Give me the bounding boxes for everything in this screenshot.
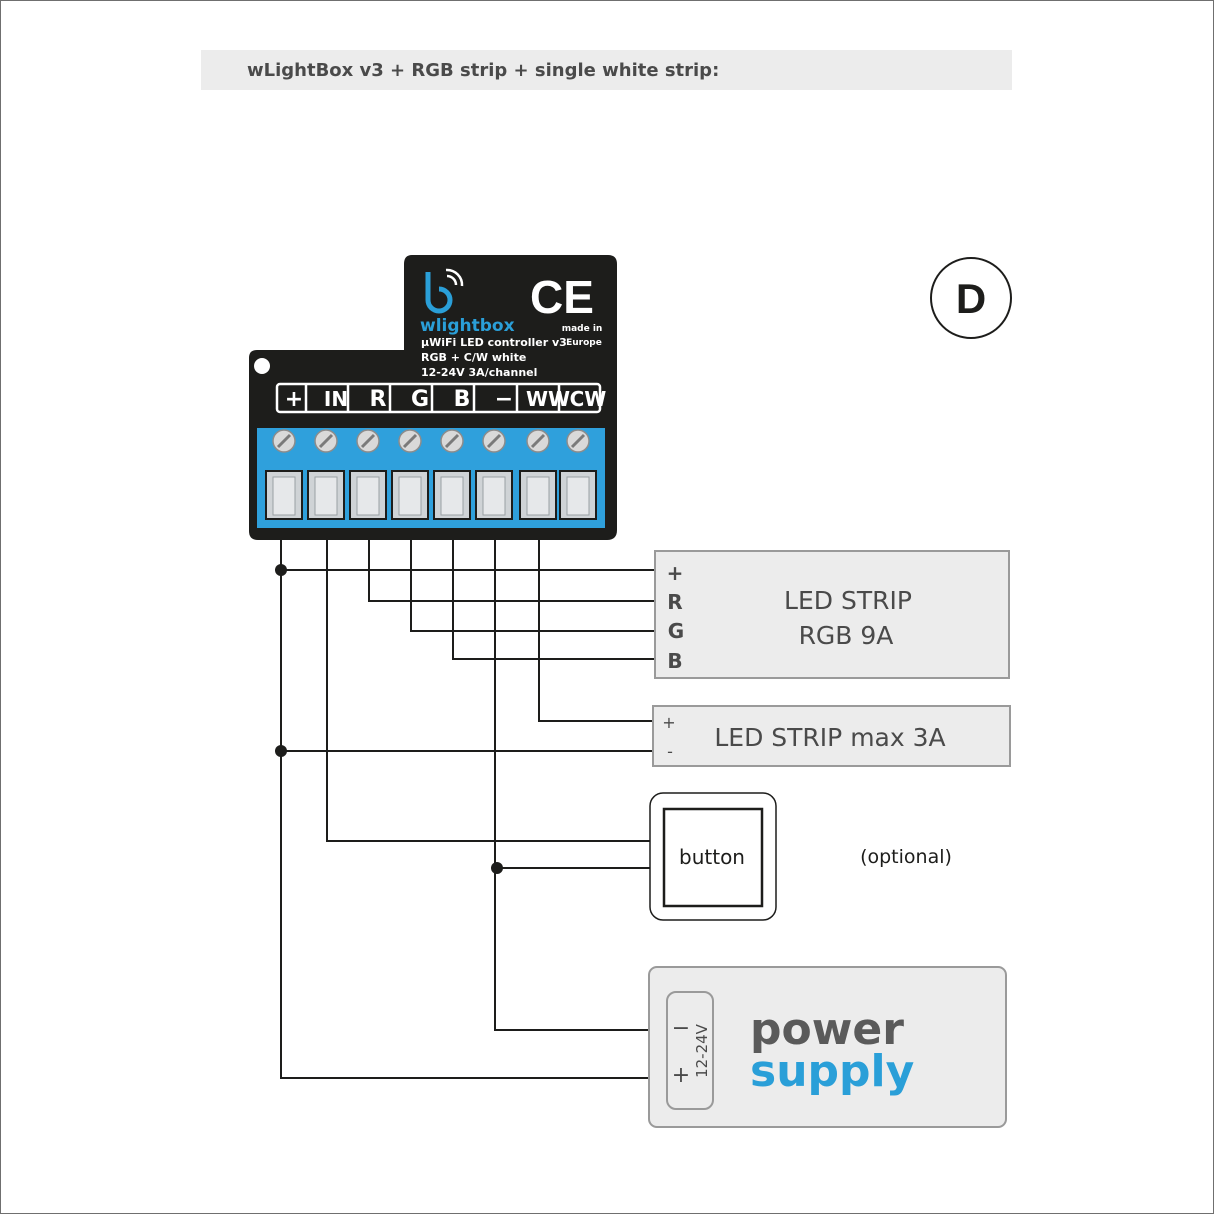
terminal-label-3: G	[411, 387, 429, 412]
wire-plus-to-psu	[280, 510, 650, 1079]
rgb-strip-rating: RGB 9A	[799, 621, 894, 650]
terminal-label-2: R	[370, 387, 387, 412]
junction-dots	[275, 564, 503, 874]
button-component: button	[649, 792, 777, 921]
terminal-wire-entry-inner-2	[356, 476, 380, 516]
terminal-screw-slot-4	[444, 433, 460, 449]
wires	[280, 510, 655, 1079]
made-in-line2: Europe	[566, 338, 602, 348]
terminal-screw-slot-0	[276, 433, 292, 449]
rgb-pin-r: R	[667, 590, 682, 614]
terminal-label-7: CW	[570, 387, 607, 411]
wire-minus-to-psu	[494, 510, 650, 1031]
device-type: RGB + C/W white	[421, 351, 526, 364]
rgb-pin-g: G	[668, 619, 684, 643]
psu-minus-pin: −	[672, 1016, 690, 1041]
led-strip-white: + - LED STRIP max 3A	[652, 705, 1011, 767]
wire-r	[368, 510, 655, 602]
power-supply: − + 12-24V power supply	[648, 966, 1007, 1128]
junction-dot	[275, 564, 287, 576]
white-strip-label: LED STRIP max 3A	[714, 723, 945, 752]
junction-dot	[275, 745, 287, 757]
wlightbox-device: wlightbox µWiFi LED controller v3 RGB + …	[249, 255, 617, 540]
terminal-wire-entry-inner-6	[526, 476, 550, 516]
wire-g	[410, 510, 655, 632]
wire-in-to-button	[326, 510, 650, 842]
terminal-screw-slot-2	[360, 433, 376, 449]
psu-word-supply: supply	[750, 1046, 914, 1097]
optional-note: (optional)	[860, 846, 952, 868]
terminal-wire-entry-inner-7	[566, 476, 590, 516]
terminal-wire-entry-inner-1	[314, 476, 338, 516]
wire-b	[452, 510, 655, 660]
white-pin-minus: -	[667, 742, 673, 761]
led-strip-rgb: LED STRIP RGB 9A + R G B	[654, 550, 1010, 679]
wire-ww	[538, 510, 653, 722]
variant-badge: D	[930, 257, 1012, 339]
terminal-label-0: +	[285, 387, 303, 412]
white-pin-plus: +	[662, 713, 675, 732]
psu-voltage: 12-24V	[693, 1023, 711, 1078]
terminal-wire-entry-inner-3	[398, 476, 422, 516]
psu-plus-pin: +	[672, 1063, 690, 1088]
rgb-strip-title: LED STRIP	[784, 586, 912, 615]
terminal-label-strip	[275, 382, 602, 414]
mounting-hole	[254, 358, 270, 374]
terminal-wire-entry-inner-4	[440, 476, 464, 516]
device-rating: 12-24V 3A/channel	[421, 366, 537, 379]
terminal-wire-entry-inner-0	[272, 476, 296, 516]
device-model: µWiFi LED controller v3	[421, 336, 567, 349]
psu-word-power: power	[750, 1004, 904, 1055]
rgb-pin-b: B	[667, 649, 682, 673]
terminal-screw-slot-3	[402, 433, 418, 449]
diagram-title: wLightBox v3 + RGB strip + single white …	[247, 60, 720, 81]
junction-dot	[491, 862, 503, 874]
variant-badge-letter: D	[956, 275, 986, 322]
terminal-screw-slot-7	[570, 433, 586, 449]
terminal-label-5: −	[495, 387, 513, 412]
terminal-label-1: IN	[324, 387, 348, 411]
header-bar: wLightBox v3 + RGB strip + single white …	[201, 50, 1012, 90]
terminal-screw-slot-6	[530, 433, 546, 449]
button-label: button	[679, 845, 745, 869]
ce-mark: CE	[530, 271, 594, 323]
terminal-screw-slot-5	[486, 433, 502, 449]
terminal-label-4: B	[454, 387, 471, 412]
terminal-screw-slot-1	[318, 433, 334, 449]
terminal-slots	[265, 429, 597, 520]
terminal-wire-entry-inner-5	[482, 476, 506, 516]
terminal-label-6: WW	[526, 387, 570, 411]
made-in-line1: made in	[562, 324, 603, 334]
rgb-pin-plus: +	[667, 561, 684, 585]
brand-name: wlightbox	[420, 316, 515, 336]
wlightbox-logo-icon	[425, 268, 464, 314]
